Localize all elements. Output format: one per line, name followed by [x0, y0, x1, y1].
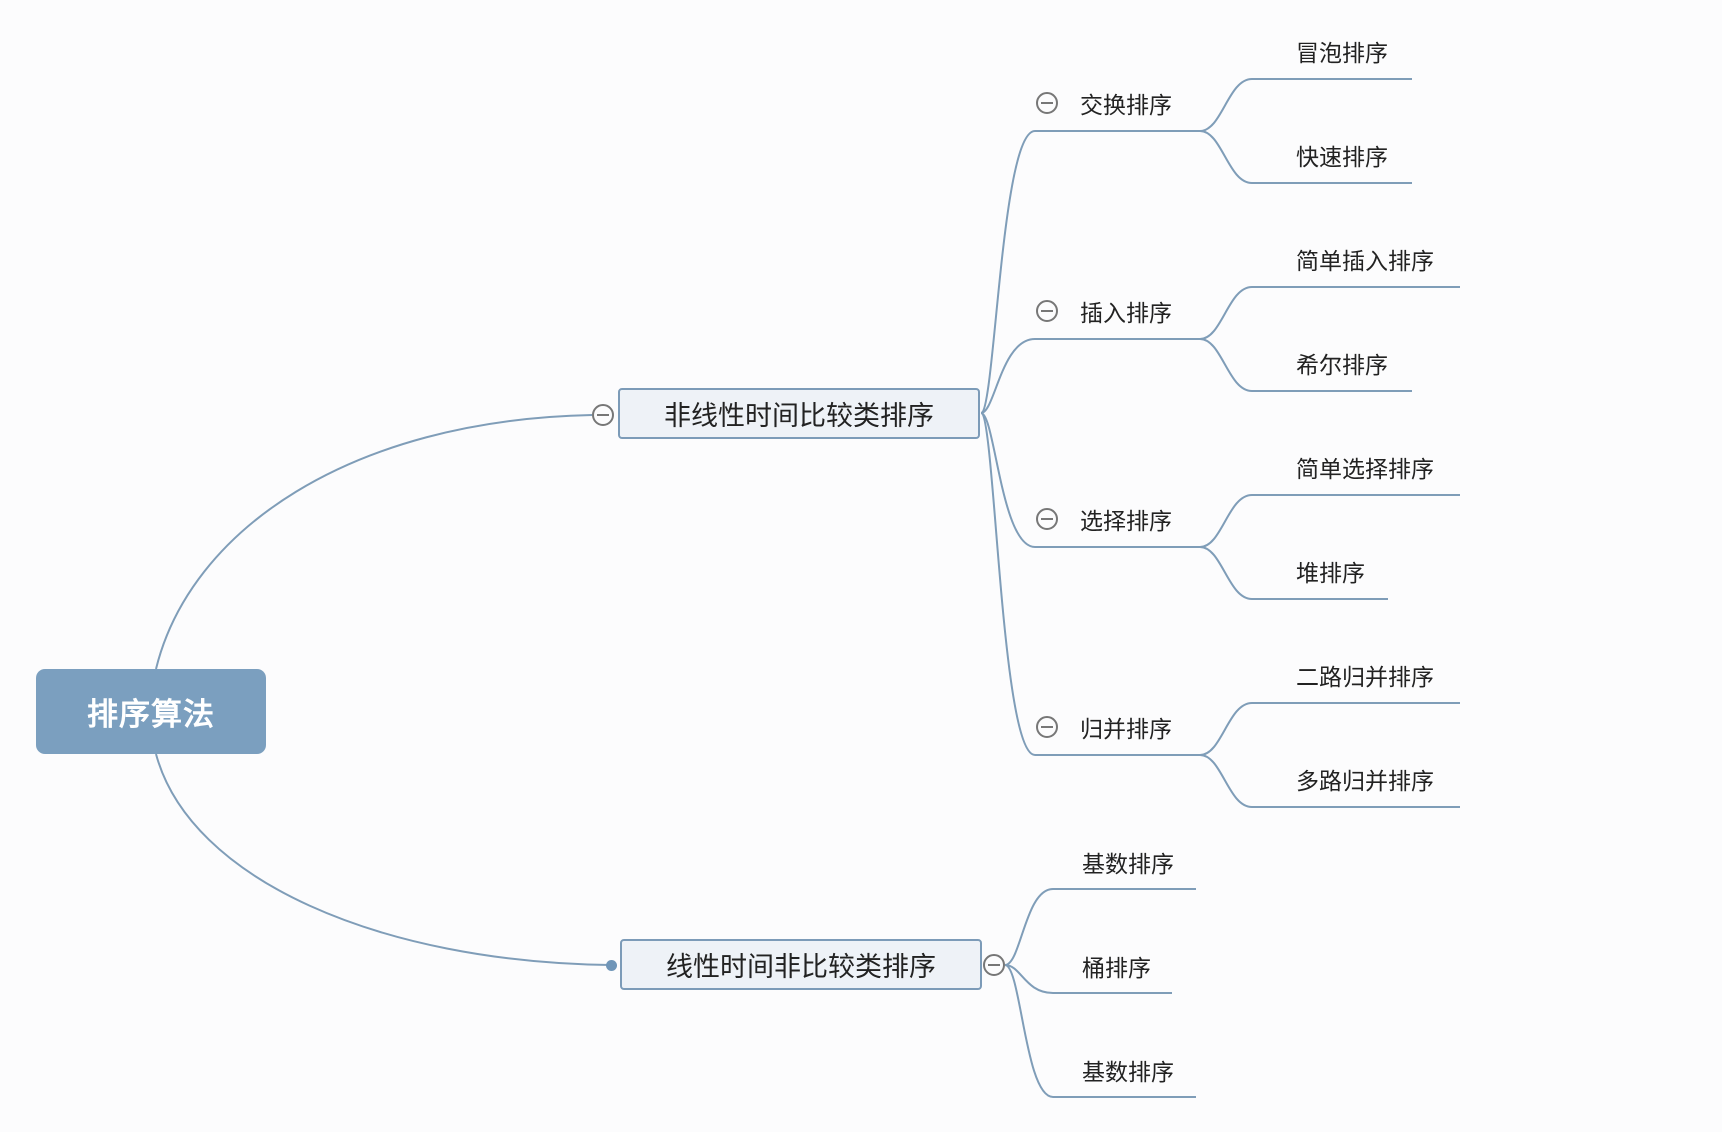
- leaf-multi-way-merge-sort[interactable]: 多路归并排序: [1296, 769, 1434, 795]
- leaf-quick-sort[interactable]: 快速排序: [1296, 145, 1388, 171]
- leaf-simple-insertion-sort[interactable]: 简单插入排序: [1296, 249, 1434, 275]
- connector-dot: [606, 960, 617, 971]
- leaf-radix-sort-2[interactable]: 基数排序: [1082, 1060, 1174, 1086]
- link-nonlinear-sub-3: [980, 412, 1200, 756]
- leaf-bubble-sort[interactable]: 冒泡排序: [1296, 41, 1388, 67]
- leaf-radix-sort-1[interactable]: 基数排序: [1082, 852, 1174, 878]
- collapse-nonlinear-icon[interactable]: [592, 404, 614, 426]
- link-linear-leaf-0: [1004, 888, 1196, 966]
- link-sub-1-leaf-0: [1199, 286, 1460, 340]
- collapse-selection-icon[interactable]: [1036, 508, 1058, 530]
- subtopic-merge-sort[interactable]: 归并排序: [1080, 717, 1172, 743]
- collapse-exchange-icon[interactable]: [1036, 92, 1058, 114]
- collapse-insertion-icon[interactable]: [1036, 300, 1058, 322]
- subtopic-exchange-sort[interactable]: 交换排序: [1080, 93, 1172, 119]
- link-linear-leaf-1: [1004, 964, 1172, 994]
- link-sub-3-leaf-1: [1199, 754, 1460, 808]
- link-root-nonlinear: [155, 414, 593, 670]
- link-sub-0-leaf-0: [1199, 78, 1412, 132]
- collapse-merge-icon[interactable]: [1036, 716, 1058, 738]
- topic-linear[interactable]: 线性时间非比较类排序: [620, 939, 982, 990]
- link-sub-0-leaf-1: [1199, 130, 1412, 184]
- collapse-linear-icon[interactable]: [983, 954, 1005, 976]
- leaf-heap-sort[interactable]: 堆排序: [1296, 561, 1365, 587]
- leaf-bucket-sort[interactable]: 桶排序: [1082, 956, 1151, 982]
- link-root-linear: [155, 753, 611, 966]
- link-sub-2-leaf-1: [1199, 546, 1388, 600]
- link-sub-2-leaf-0: [1199, 494, 1460, 548]
- root-node[interactable]: 排序算法: [36, 669, 266, 754]
- subtopic-insertion-sort[interactable]: 插入排序: [1080, 301, 1172, 327]
- link-nonlinear-sub-0: [980, 130, 1200, 414]
- link-sub-3-leaf-0: [1199, 702, 1460, 756]
- leaf-two-way-merge-sort[interactable]: 二路归并排序: [1296, 665, 1434, 691]
- topic-nonlinear[interactable]: 非线性时间比较类排序: [618, 388, 980, 439]
- subtopic-selection-sort[interactable]: 选择排序: [1080, 509, 1172, 535]
- link-sub-1-leaf-1: [1199, 338, 1412, 392]
- link-nonlinear-sub-2: [980, 412, 1200, 548]
- leaf-simple-selection-sort[interactable]: 简单选择排序: [1296, 457, 1434, 483]
- link-nonlinear-sub-1: [980, 338, 1200, 414]
- link-linear-leaf-2: [1004, 964, 1196, 1098]
- leaf-shell-sort[interactable]: 希尔排序: [1296, 353, 1388, 379]
